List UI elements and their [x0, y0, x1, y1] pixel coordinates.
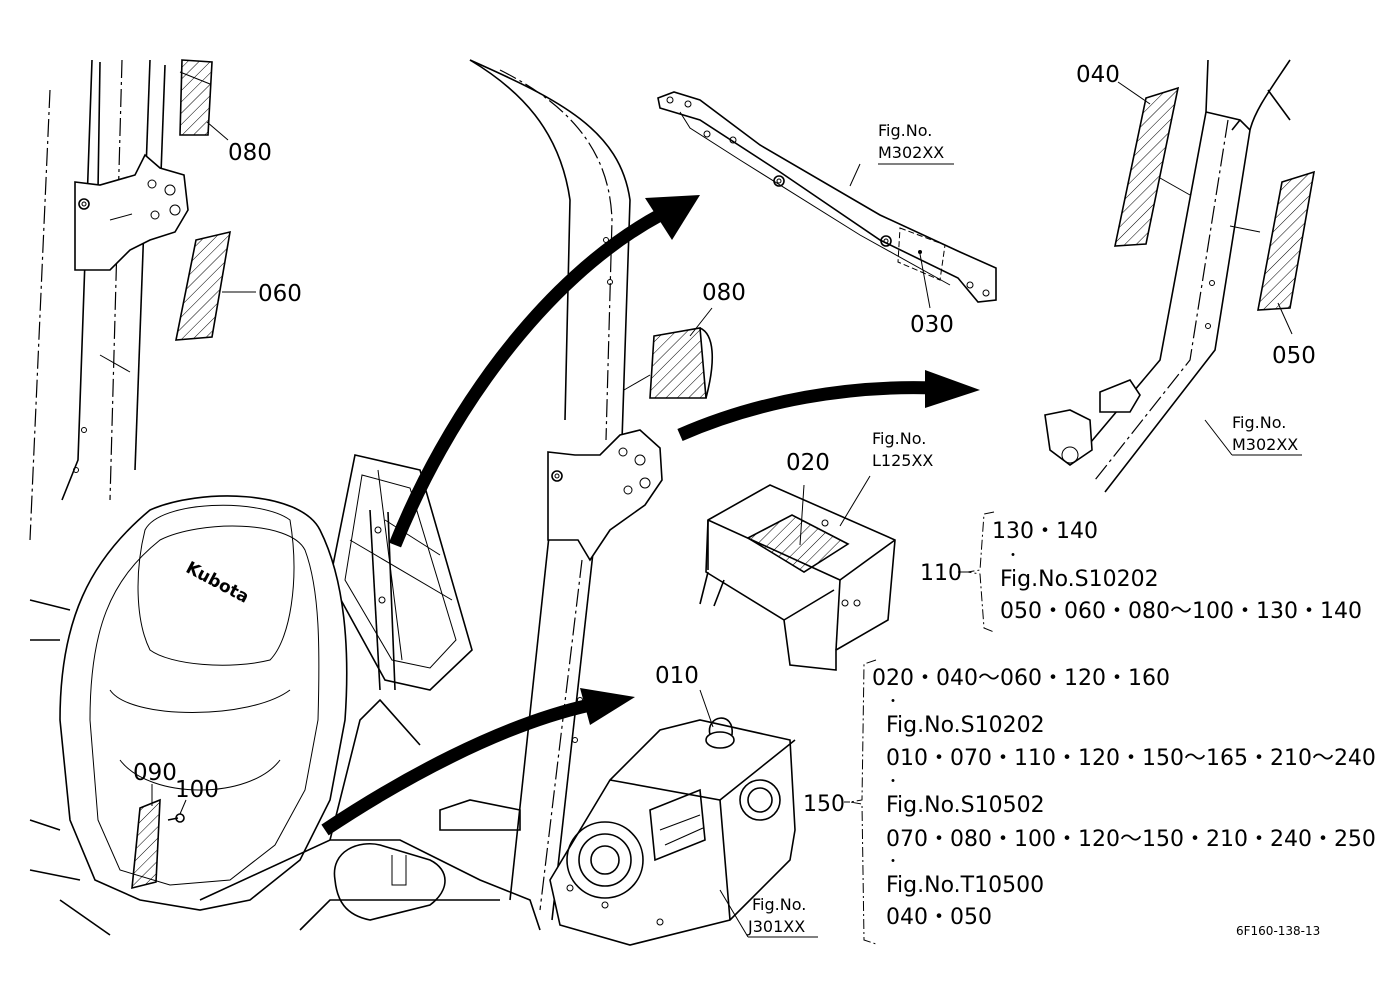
- figref-m302-top-line2: M302XX: [878, 143, 944, 162]
- group-150-line-3: Fig.No.S10202: [886, 713, 1045, 738]
- figref-j301-line2: J301XX: [747, 917, 805, 936]
- center-rops-post: [439, 59, 663, 921]
- callout-110: 110: [920, 561, 962, 586]
- callout-020: 020: [786, 450, 830, 476]
- callout-150: 150: [803, 792, 845, 817]
- arrow-to-transmission: [321, 688, 635, 836]
- group-110-line-4: 050・060・080～100・130・140: [1000, 599, 1362, 624]
- group-150-line-1: 020・040～060・120・160: [872, 666, 1170, 691]
- group-110-line-1: 130・140: [992, 519, 1098, 544]
- group-150-line-5: ・: [886, 774, 900, 790]
- callout-060: 060: [258, 281, 302, 307]
- group-150-line-10: 040・050: [886, 905, 992, 930]
- arrow-to-right-post: [677, 370, 980, 441]
- callout-030: 030: [910, 312, 954, 338]
- callout-050: 050: [1272, 343, 1316, 369]
- callout-090: 090: [133, 760, 177, 786]
- group-150-line-7: 070・080・100・120～150・210・240・250: [886, 827, 1376, 852]
- figref-m302-top-line1: Fig.No.: [878, 121, 932, 140]
- decal-080-top: 080: [179, 59, 272, 166]
- group-150-line-6: Fig.No.S10502: [886, 793, 1045, 818]
- transmission-assembly: 010 Fig.No. J301XX: [549, 663, 818, 946]
- right-post-assembly: Fig.No. M302XX: [1044, 59, 1302, 493]
- drawing-code: 6F160-138-13: [1236, 924, 1320, 938]
- callout-080-mid: 080: [702, 280, 746, 306]
- figref-l125-line2: L125XX: [872, 451, 933, 470]
- group-150-line-4: 010・070・110・120・150～165・210～240: [886, 746, 1376, 771]
- decal-040: 040: [1076, 62, 1180, 247]
- callout-100: 100: [175, 777, 219, 803]
- group-150-line-9: Fig.No.T10500: [886, 873, 1044, 898]
- decal-060: 060: [175, 230, 302, 341]
- group-150-line-2: ・: [886, 694, 900, 710]
- group-110-line-3: Fig.No.S10202: [1000, 567, 1159, 592]
- top-bracket-assembly: 030 Fig.No. M302XX: [657, 91, 997, 338]
- figref-l125-line1: Fig.No.: [872, 429, 926, 448]
- figref-m302-right-line2: M302XX: [1232, 435, 1298, 454]
- group-150-line-8: ・: [886, 854, 900, 870]
- left-rops-post: [29, 59, 189, 541]
- group-110-legend: 110 130・140 ・ Fig.No.S10202 050・060・080～…: [920, 511, 1362, 633]
- seat-assembly: Kubota 090 100: [29, 454, 541, 936]
- callout-040: 040: [1076, 62, 1120, 88]
- decal-080-mid: 080: [649, 280, 746, 399]
- decal-050: 050: [1257, 170, 1316, 369]
- cover-assembly: 020 Fig.No. L125XX: [699, 429, 933, 671]
- callout-010: 010: [655, 663, 699, 689]
- arrow-to-top-bracket: [388, 195, 700, 548]
- group-110-line-2: ・: [1006, 548, 1020, 564]
- figref-j301-line1: Fig.No.: [752, 895, 806, 914]
- callout-080-top: 080: [228, 140, 272, 166]
- figref-m302-right-line1: Fig.No.: [1232, 413, 1286, 432]
- group-150-legend: 150 020・040～060・120・160 ・ Fig.No.S10202 …: [803, 659, 1376, 945]
